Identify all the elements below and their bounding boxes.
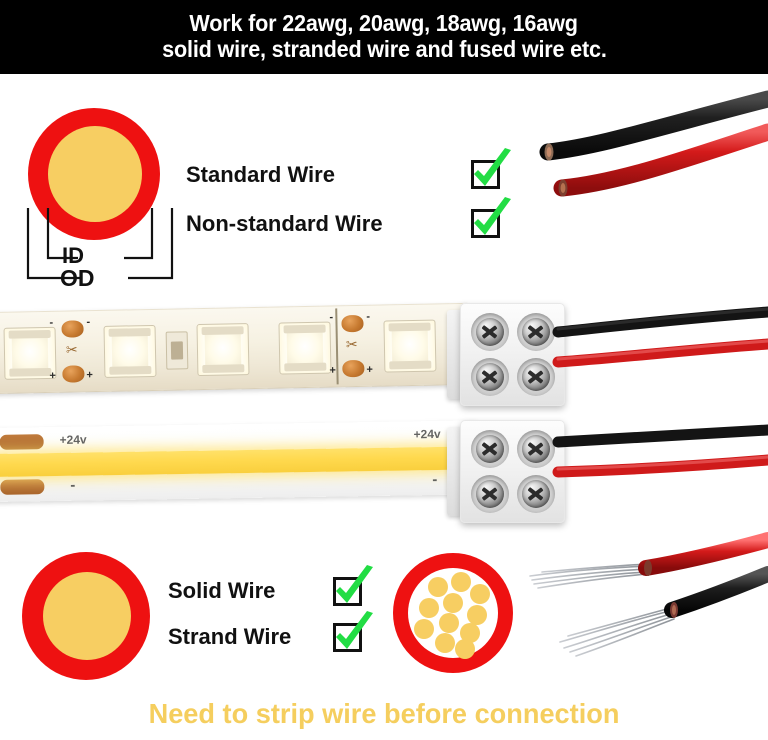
dimension-brackets bbox=[26, 208, 174, 280]
connector-port[interactable] bbox=[517, 430, 555, 468]
led-chip bbox=[278, 321, 332, 375]
solder-pad bbox=[342, 359, 365, 378]
screw-icon[interactable] bbox=[521, 479, 551, 509]
cob-voltage-label-right: +24v bbox=[413, 426, 441, 442]
polarity-plus: + bbox=[86, 369, 93, 382]
connector-strip-slot bbox=[447, 310, 463, 399]
polarity-minus: - bbox=[366, 310, 371, 323]
screw-icon[interactable] bbox=[475, 362, 505, 392]
smd-led-strip: - - + + ✂ - - + + ✂ bbox=[0, 302, 469, 394]
top-wire-samples bbox=[539, 90, 768, 197]
connector-port[interactable] bbox=[471, 313, 509, 351]
non-standard-wire-check-icon bbox=[474, 197, 511, 235]
screw-icon[interactable] bbox=[521, 362, 551, 392]
bottom-wire-samples bbox=[529, 532, 768, 657]
od-label: OD bbox=[60, 265, 95, 291]
wire-cross-section-core bbox=[48, 126, 142, 222]
solid-wire-core bbox=[43, 572, 131, 660]
solder-pad bbox=[61, 320, 84, 338]
connector-smd-output-wires bbox=[552, 306, 768, 368]
solid-wire-check-icon bbox=[336, 565, 373, 603]
cob-polarity-minus: - bbox=[432, 471, 438, 489]
cob-led-strip: +24v - +24v - bbox=[0, 420, 479, 502]
connector-port[interactable] bbox=[517, 313, 555, 351]
standard-wire-label: Standard Wire bbox=[186, 162, 335, 187]
polarity-plus: + bbox=[49, 369, 57, 382]
connector-port[interactable] bbox=[471, 358, 509, 396]
cob-light-band bbox=[0, 446, 479, 477]
cob-solder-pad bbox=[0, 479, 45, 495]
polarity-minus: - bbox=[329, 311, 334, 324]
polarity-plus: + bbox=[329, 364, 336, 377]
header-line-2: solid wire, stranded wire and fused wire… bbox=[161, 36, 607, 62]
connector-port[interactable] bbox=[517, 358, 555, 396]
connector-port[interactable] bbox=[517, 475, 555, 513]
cob-polarity-minus: - bbox=[70, 476, 76, 494]
screw-icon[interactable] bbox=[521, 434, 551, 464]
screw-icon[interactable] bbox=[475, 434, 505, 464]
standard-wire-check-icon bbox=[474, 148, 511, 186]
polarity-minus: - bbox=[86, 316, 91, 329]
polarity-plus: + bbox=[366, 363, 373, 376]
polarity-minus: - bbox=[49, 316, 54, 329]
header-line-1: Work for 22awg, 20awg, 18awg, 16awg bbox=[189, 10, 579, 37]
cob-solder-pad bbox=[0, 434, 44, 450]
solid-wire-label: Solid Wire bbox=[168, 578, 276, 603]
header-banner: Work for 22awg, 20awg, 18awg, 16awg soli… bbox=[0, 0, 768, 74]
black-wire-strands bbox=[559, 606, 675, 657]
connector-port[interactable] bbox=[471, 430, 509, 468]
screw-icon[interactable] bbox=[475, 479, 505, 509]
strand-wire-check-icon bbox=[336, 611, 373, 649]
led-chip bbox=[196, 323, 250, 377]
solder-pad bbox=[341, 314, 364, 333]
resistor bbox=[165, 331, 189, 370]
terminal-connector-cob[interactable] bbox=[447, 420, 565, 523]
solder-pad bbox=[62, 365, 85, 383]
screw-icon[interactable] bbox=[475, 317, 505, 347]
strand-wire-label: Strand Wire bbox=[168, 624, 292, 649]
connector-strip-slot bbox=[447, 427, 463, 516]
terminal-connector-smd[interactable] bbox=[447, 303, 565, 406]
id-label: ID bbox=[62, 243, 84, 268]
non-standard-wire-label: Non-standard Wire bbox=[186, 211, 383, 236]
cob-voltage-label-left: +24v bbox=[59, 432, 87, 447]
footer-text: Need to strip wire before connection bbox=[148, 698, 620, 729]
connector-cob-output-wires bbox=[552, 424, 768, 478]
led-chip bbox=[103, 324, 157, 378]
cut-icon: ✂ bbox=[345, 336, 358, 353]
strand-wire-cross-section bbox=[393, 553, 513, 673]
screw-icon[interactable] bbox=[521, 317, 551, 347]
connector-port[interactable] bbox=[471, 475, 509, 513]
cut-icon: ✂ bbox=[65, 341, 78, 358]
led-chip bbox=[383, 319, 437, 373]
red-wire-strands bbox=[529, 563, 649, 589]
